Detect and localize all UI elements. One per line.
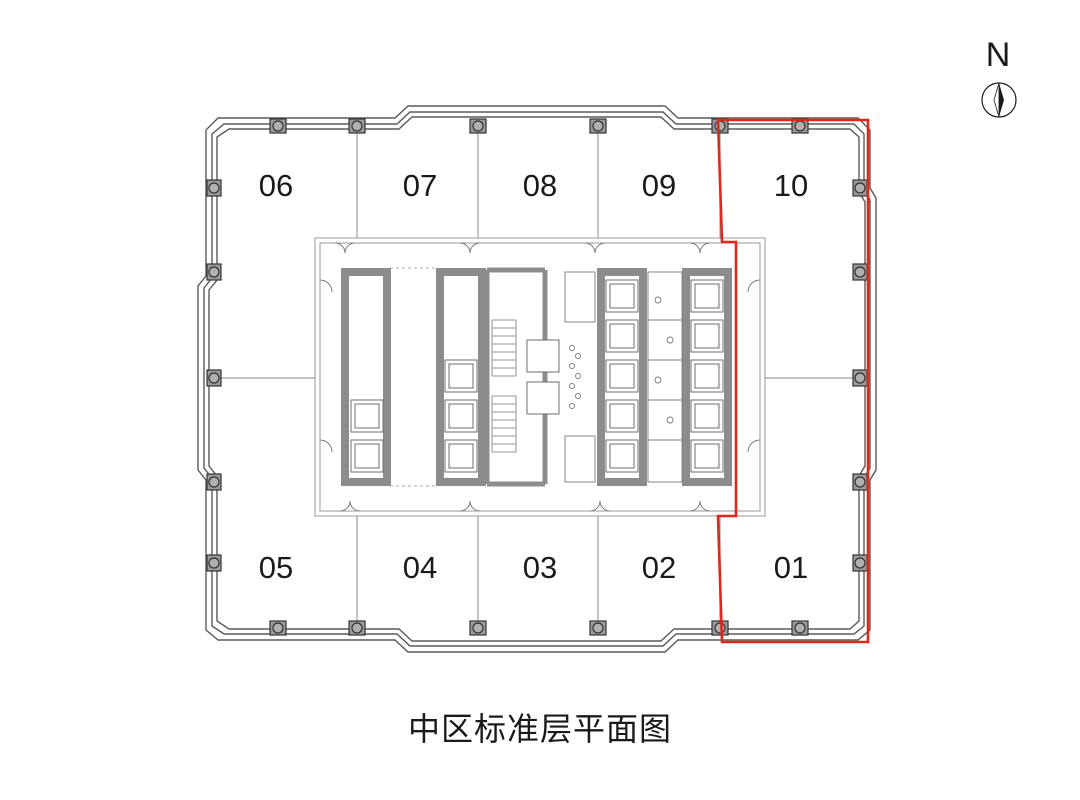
unit-labels-bottom: 05 04 03 02 01 bbox=[259, 550, 808, 585]
building-outline bbox=[197, 105, 877, 653]
unit-label: 07 bbox=[403, 168, 437, 203]
structural-columns bbox=[206, 118, 868, 636]
core-inner-walls bbox=[484, 267, 548, 487]
core-corridor bbox=[314, 237, 766, 517]
unit-label: 08 bbox=[523, 168, 557, 203]
unit-labels-top: 06 07 08 09 10 bbox=[259, 168, 808, 203]
unit-label: 03 bbox=[523, 550, 557, 585]
north-arrow-icon bbox=[981, 82, 1017, 118]
stairs bbox=[491, 319, 517, 453]
unit-label: 10 bbox=[774, 168, 808, 203]
highlighted-unit-boundary bbox=[716, 118, 870, 644]
elevator-cabins bbox=[350, 279, 724, 473]
unit-label: 09 bbox=[642, 168, 676, 203]
unit-label: 06 bbox=[259, 168, 293, 203]
plan-caption: 中区标准层平面图 bbox=[407, 710, 672, 748]
core-shafts bbox=[341, 268, 732, 486]
unit-label: 04 bbox=[403, 550, 437, 585]
north-letter: N bbox=[986, 36, 1011, 74]
unit-partitions bbox=[215, 128, 862, 630]
north-arrow: N bbox=[981, 36, 1017, 118]
unit-label: 01 bbox=[774, 550, 808, 585]
door-swings bbox=[319, 242, 761, 512]
unit-label: 05 bbox=[259, 550, 293, 585]
service-rooms bbox=[564, 271, 683, 483]
core-dashed bbox=[390, 267, 438, 487]
unit-label: 02 bbox=[642, 550, 676, 585]
